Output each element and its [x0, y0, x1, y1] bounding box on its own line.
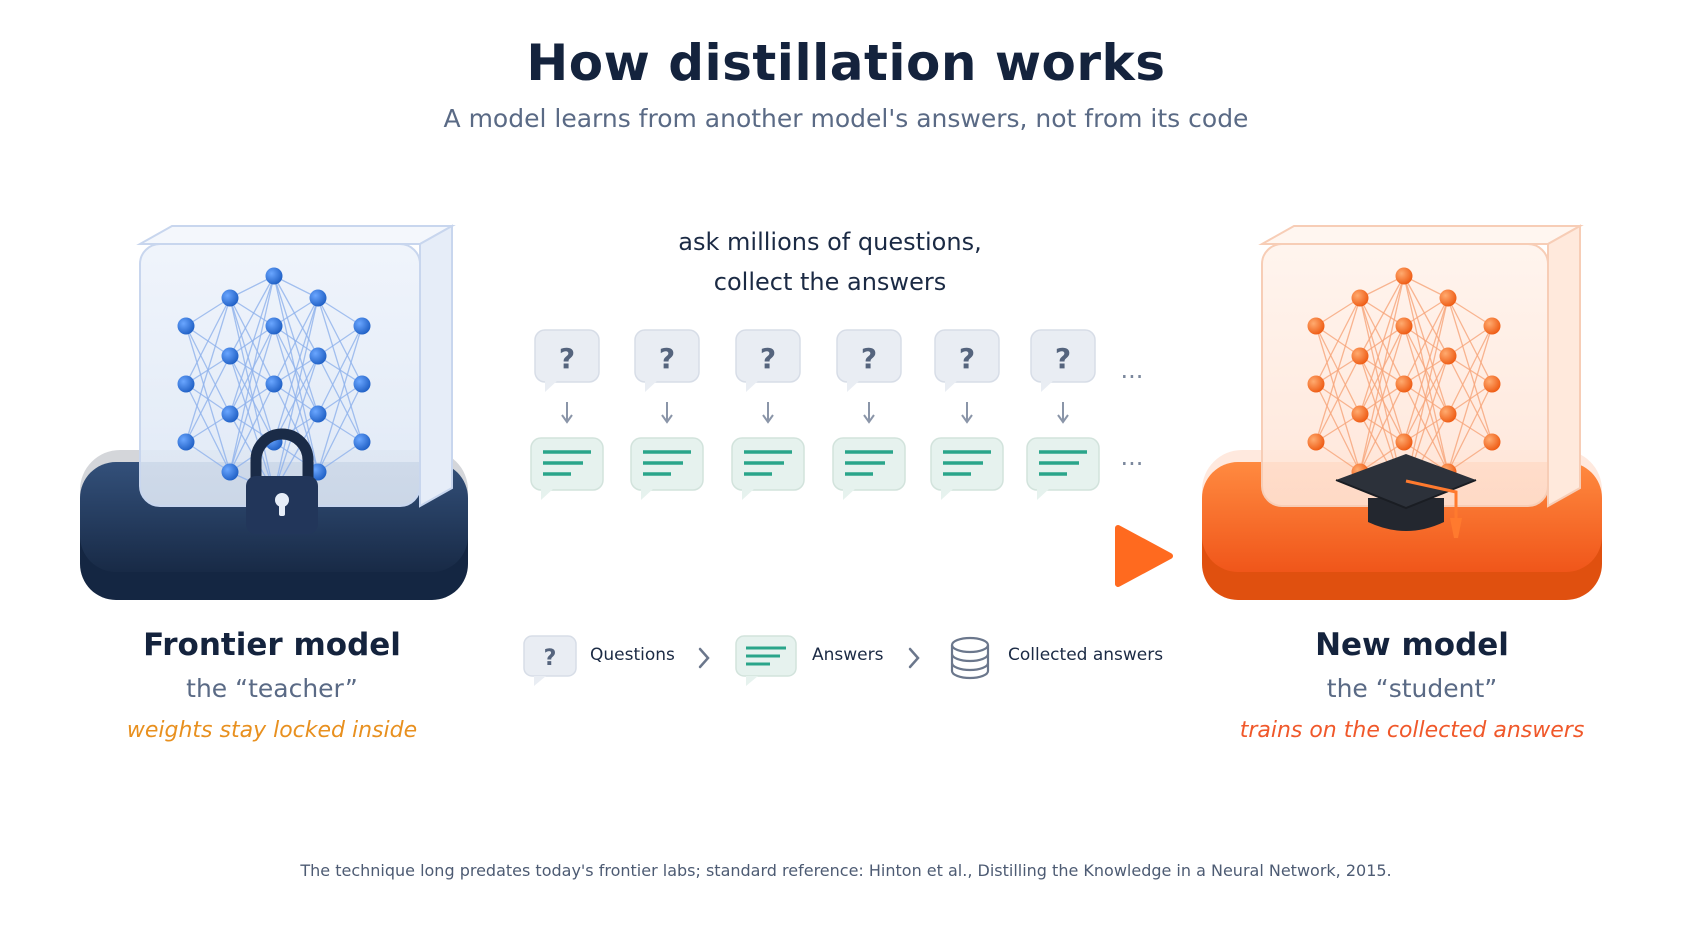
svg-text:?: ? [1055, 342, 1071, 375]
network-node [353, 433, 371, 451]
question-bubble-icon: ? [1030, 329, 1096, 392]
student-model-note: trains on the collected answers [1239, 718, 1585, 743]
network-node [265, 267, 283, 285]
process-caption: ask millions of questions, collect the a… [560, 222, 1100, 302]
network-node [353, 317, 371, 335]
network-node [309, 405, 327, 423]
network-node [1351, 289, 1369, 307]
legend-answers-label: Answers [812, 645, 884, 665]
network-node [177, 317, 195, 335]
network-node [1483, 433, 1501, 451]
network-node [1395, 433, 1413, 451]
graduation-cap-icon [1335, 454, 1477, 538]
answer-bubble-icon [630, 437, 704, 500]
answer-bubble-icon [731, 437, 805, 500]
down-arrow-icon [961, 402, 973, 424]
legend-chevron-2-icon [908, 647, 920, 669]
legend-answer-icon [735, 635, 797, 686]
network-node [1307, 433, 1325, 451]
legend-chevron-1-icon [698, 647, 710, 669]
network-node [1483, 375, 1501, 393]
process-caption-line-1: ask millions of questions, [678, 228, 982, 256]
svg-text:?: ? [760, 342, 776, 375]
teacher-model-note: weights stay locked inside [126, 718, 418, 743]
answer-bubble-icon [832, 437, 906, 500]
down-arrow-icon [661, 402, 673, 424]
question-bubble-icon: ? [735, 329, 801, 392]
legend-question-icon: ? [523, 635, 577, 686]
student-model-illustration [1202, 224, 1602, 600]
network-node [1395, 267, 1413, 285]
down-arrow-icon [561, 402, 573, 424]
lock-icon [246, 428, 318, 534]
down-arrow-icon [1057, 402, 1069, 424]
question-bubble-icon: ? [534, 329, 600, 392]
teacher-model-role: the “teacher” [186, 674, 358, 703]
answer-bubble-icon [1026, 437, 1100, 500]
network-node [265, 375, 283, 393]
network-node [1395, 375, 1413, 393]
question-bubble-icon: ? [934, 329, 1000, 392]
network-node [309, 347, 327, 365]
question-bubble-icon: ? [836, 329, 902, 392]
questions-ellipsis: ··· [1121, 363, 1144, 391]
svg-text:?: ? [959, 342, 975, 375]
answers-ellipsis: ··· [1121, 450, 1144, 478]
network-node [1351, 405, 1369, 423]
question-bubble-icon: ? [634, 329, 700, 392]
network-node [177, 375, 195, 393]
network-node [1439, 347, 1457, 365]
down-arrow-icon [863, 402, 875, 424]
network-node [309, 289, 327, 307]
network-node [221, 347, 239, 365]
network-node [221, 405, 239, 423]
network-node [221, 463, 239, 481]
answer-bubble-icon [930, 437, 1004, 500]
teacher-model-name: Frontier model [143, 627, 401, 663]
svg-text:?: ? [544, 646, 557, 671]
network-node [353, 375, 371, 393]
network-node [1351, 347, 1369, 365]
flow-arrow [489, 525, 1173, 587]
svg-text:?: ? [861, 342, 877, 375]
qa-bubbles: ?????? [530, 329, 1100, 500]
network-node [221, 289, 239, 307]
answer-bubble-icon [530, 437, 604, 500]
teacher-model-illustration [80, 224, 468, 600]
network-node [1439, 405, 1457, 423]
network-node [1395, 317, 1413, 335]
network-node [309, 463, 327, 481]
svg-text:?: ? [659, 342, 675, 375]
student-model-role: the “student” [1326, 674, 1498, 703]
student-model-name: New model [1315, 627, 1509, 663]
network-node [1307, 375, 1325, 393]
page-subtitle: A model learns from another model's answ… [443, 104, 1249, 133]
network-node [1483, 317, 1501, 335]
svg-text:?: ? [559, 342, 575, 375]
network-node [1439, 289, 1457, 307]
down-arrow-icon [762, 402, 774, 424]
database-icon [950, 636, 990, 680]
legend-collected-label: Collected answers [1008, 645, 1164, 665]
legend-questions-label: Questions [590, 645, 675, 665]
network-node [1307, 317, 1325, 335]
process-caption-line-2: collect the answers [713, 268, 947, 296]
page-title: How distillation works [526, 34, 1166, 92]
footnote-reference: The technique long predates today's fron… [300, 861, 1392, 880]
network-node [265, 317, 283, 335]
network-node [177, 433, 195, 451]
